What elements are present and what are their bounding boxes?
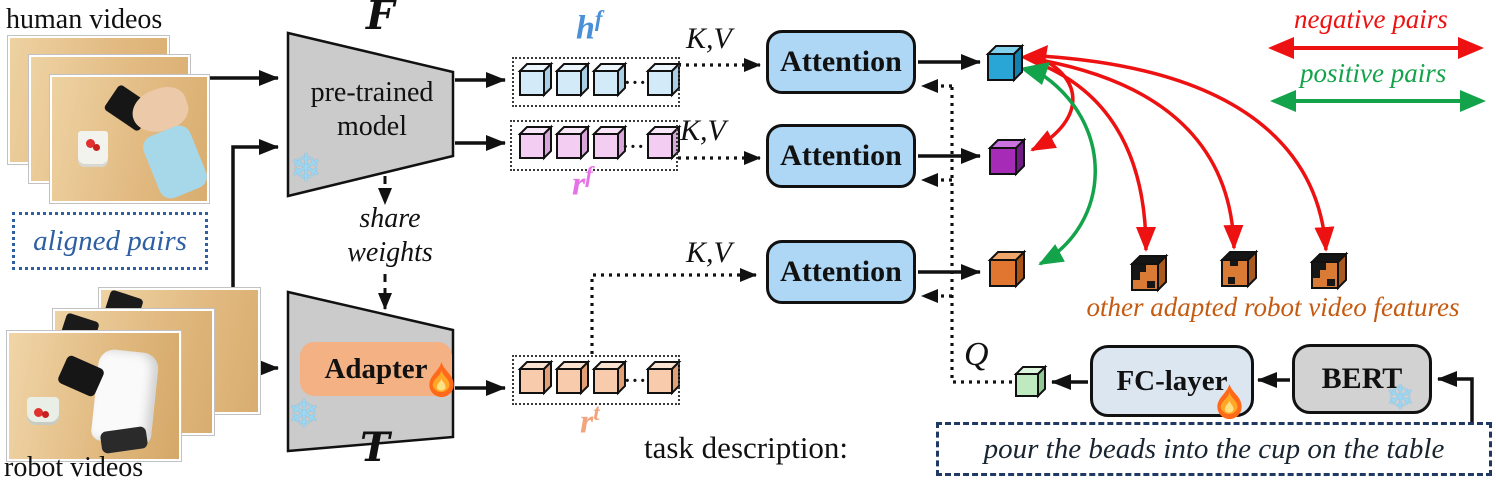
- paper-cup-shape: [78, 131, 108, 167]
- kv-label: K,V: [680, 114, 726, 147]
- negative-pair-curve-2: [1039, 58, 1244, 250]
- snowflake-icon: ❄: [290, 148, 322, 190]
- t-symbol: T: [360, 424, 390, 471]
- rt-token-label: rt: [580, 400, 600, 441]
- hf-token-box: [512, 57, 680, 107]
- negative-pair-curve-human-robotfeat: [1030, 56, 1075, 152]
- human-video-frame: [50, 75, 209, 203]
- pair-curves: [1020, 45, 1335, 266]
- beads-shape: [42, 411, 49, 418]
- pretrained-model-label: pre-trained model: [296, 76, 448, 143]
- snowflake-icon: ❄: [1386, 380, 1415, 417]
- attention-box-human: Attention: [766, 30, 916, 94]
- ellipsis: ···: [624, 72, 648, 94]
- bucket-shape: [27, 397, 59, 425]
- beads-shape: [93, 144, 100, 151]
- fc-layer-label: FC-layer: [1116, 364, 1228, 397]
- negative-pair-curve-3: [1039, 54, 1335, 252]
- kv-q-dotted-lines: [590, 58, 1012, 384]
- human-videos-label: human videos: [6, 4, 163, 35]
- rf-token-box: [510, 120, 678, 171]
- rt-sup: t: [593, 400, 600, 425]
- rf-sup: f: [585, 162, 593, 187]
- bert-box: BERT: [1292, 344, 1432, 414]
- positive-pair-curve: [1037, 70, 1097, 266]
- aligned-pairs-box: aligned pairs: [12, 212, 208, 270]
- pretrained-line1: pre-trained: [310, 77, 434, 108]
- task-description-box: pour the beads into the cup on the table: [936, 422, 1492, 476]
- task-description-prompt: task description:: [644, 430, 849, 465]
- pretrained-line2: model: [337, 110, 407, 142]
- share-weights-label: share weights: [325, 202, 455, 269]
- beads-shape: [86, 139, 95, 148]
- share-weights-line2: weights: [347, 236, 433, 268]
- adapter-box: Adapter: [300, 342, 452, 396]
- aligned-pairs-label: aligned pairs: [33, 224, 187, 257]
- attention-box-robot-adapted: Attention: [766, 240, 916, 304]
- share-weights-line1: share: [359, 203, 421, 234]
- hf-base: h: [576, 9, 595, 47]
- robot-video-frame: [7, 331, 181, 461]
- adapter-label: Adapter: [324, 352, 428, 385]
- attention-box-robot-frozen: Attention: [766, 124, 916, 188]
- task-description-text: pour the beads into the cup on the table: [983, 432, 1445, 465]
- hf-token-label: hf: [576, 6, 603, 47]
- f-symbol: F: [366, 0, 395, 39]
- beads-shape: [34, 408, 43, 417]
- kv-label: K,V: [686, 22, 732, 55]
- q-label: Q: [964, 336, 989, 373]
- sleeve-shape: [139, 122, 207, 201]
- snowflake-icon: ❄: [288, 394, 320, 436]
- positive-pairs-label: positive pairs: [1300, 58, 1447, 88]
- bert-label: BERT: [1321, 362, 1403, 395]
- other-features-label: other adapted robot video features: [1086, 292, 1460, 322]
- kv-label: K,V: [686, 236, 732, 269]
- attention-label: Attention: [780, 255, 902, 288]
- hf-sup: f: [594, 6, 603, 31]
- attention-label: Attention: [780, 139, 902, 172]
- negative-pair-curve-1: [1039, 62, 1156, 252]
- fc-layer-box: FC-layer: [1090, 345, 1254, 417]
- rf-base: r: [572, 165, 586, 203]
- rt-base: r: [580, 403, 594, 441]
- rt-token-box: [512, 355, 680, 405]
- ellipsis: ···: [624, 370, 648, 392]
- ellipsis: ···: [622, 136, 646, 158]
- negative-pairs-label: negative pairs: [1294, 4, 1448, 34]
- attention-label: Attention: [780, 45, 902, 78]
- rf-token-label: rf: [572, 162, 593, 203]
- robot-videos-label: robot videos: [4, 452, 144, 483]
